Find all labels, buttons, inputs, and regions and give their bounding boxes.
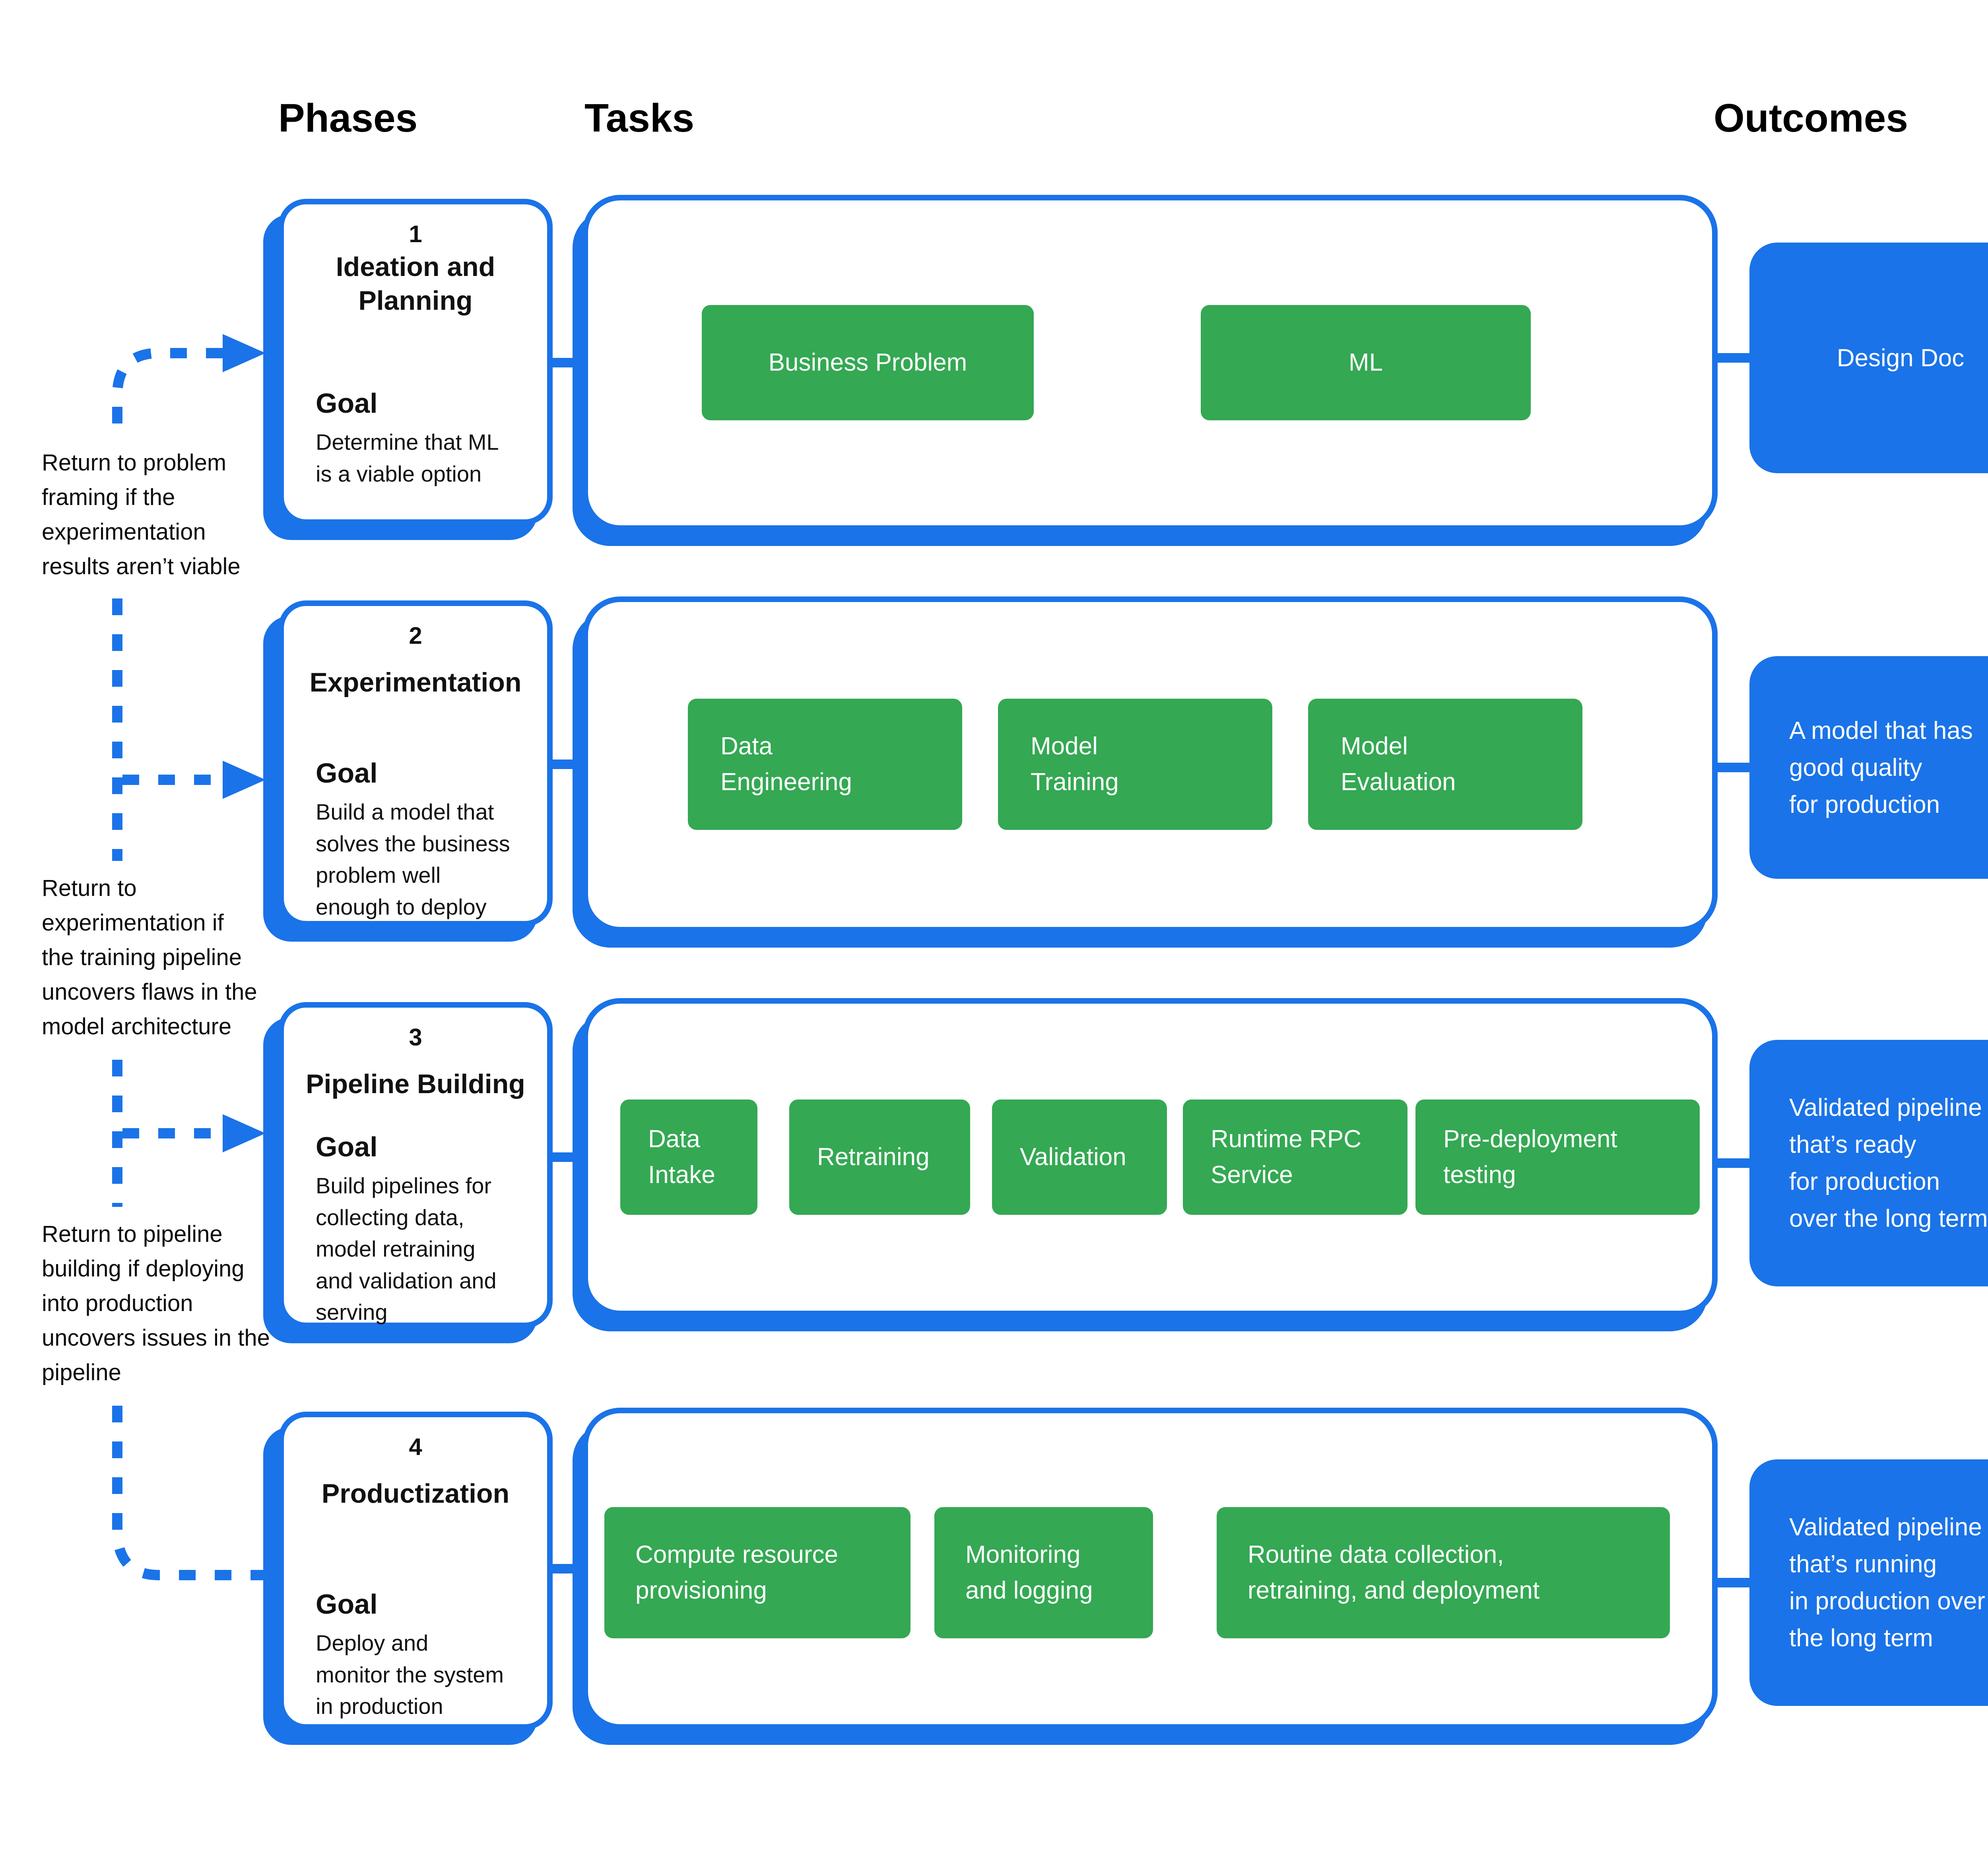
goal-text: Deploy and monitor the system in product… bbox=[316, 1630, 504, 1719]
goal-label: Goal bbox=[316, 758, 378, 789]
left-return-arrowheads bbox=[223, 334, 266, 1152]
tasks-column-header: Tasks bbox=[584, 96, 695, 140]
goal-text: Determine that ML is a viable option bbox=[316, 429, 499, 486]
task-model-evaluation: Model Evaluation bbox=[1308, 699, 1582, 830]
task-validation: Validation bbox=[992, 1100, 1167, 1215]
outcome-good-quality-model: A model that has good quality for produc… bbox=[1749, 656, 1988, 879]
phase-card-experimentation: 2 Experimentation Goal Build a model tha… bbox=[278, 600, 553, 927]
phase-number: 1 bbox=[409, 221, 422, 247]
phase-goal: Goal Build a model that solves the busin… bbox=[316, 757, 533, 923]
phase-title: Ideation and Planning bbox=[336, 252, 495, 316]
phase-number: 3 bbox=[409, 1024, 422, 1051]
goal-text: Build pipelines for collecting data, mod… bbox=[316, 1173, 497, 1325]
phase-title: Pipeline Building bbox=[306, 1069, 525, 1099]
phase-title: Experimentation bbox=[309, 667, 522, 697]
task-retraining: Retraining bbox=[789, 1100, 970, 1215]
note-return-to-problem-framing: Return to problem framing if the experim… bbox=[42, 450, 241, 579]
phase-goal: Goal Build pipelines for collecting data… bbox=[316, 1131, 533, 1328]
goal-text: Build a model that solves the business p… bbox=[316, 799, 510, 919]
task-monitoring-and-logging: Monitoring and logging bbox=[934, 1507, 1153, 1638]
task-runtime-rpc-service: Runtime RPC Service bbox=[1183, 1100, 1408, 1215]
phase-number: 4 bbox=[409, 1434, 422, 1460]
outcome-design-doc: Design Doc bbox=[1749, 243, 1988, 473]
phase-card-ideation: 1 Ideation and Planning Goal Determine t… bbox=[278, 199, 553, 525]
task-compute-resource-provisioning: Compute resource provisioning bbox=[604, 1507, 911, 1638]
phase-title: Productization bbox=[321, 1478, 510, 1509]
task-routine-collection-retraining-deployment: Routine data collection, retraining, and… bbox=[1217, 1507, 1670, 1638]
goal-label: Goal bbox=[316, 1131, 378, 1162]
outcome-validated-pipeline-ready: Validated pipeline that’s ready for prod… bbox=[1749, 1040, 1988, 1286]
task-data-intake: Data Intake bbox=[620, 1100, 757, 1215]
phase-card-productization: 4 Productization Goal Deploy and monitor… bbox=[278, 1412, 553, 1730]
goal-label: Goal bbox=[316, 388, 378, 419]
phase-goal: Goal Deploy and monitor the system in pr… bbox=[316, 1588, 533, 1722]
phases-column-header: Phases bbox=[278, 96, 418, 140]
task-pre-deployment-testing: Pre-deployment testing bbox=[1415, 1100, 1700, 1215]
arrow-right-icon bbox=[223, 334, 266, 372]
arrow-right-icon bbox=[223, 1114, 266, 1152]
task-model-training: Model Training bbox=[998, 699, 1272, 830]
note-return-to-pipeline-building: Return to pipeline building if deploying… bbox=[42, 1221, 270, 1385]
left-return-path bbox=[112, 348, 275, 1580]
phase-card-pipeline-building: 3 Pipeline Building Goal Build pipelines… bbox=[278, 1002, 553, 1328]
task-ml: ML bbox=[1201, 305, 1531, 420]
phase-goal: Goal Determine that ML is a viable optio… bbox=[316, 387, 533, 490]
outcome-validated-pipeline-running: Validated pipeline that’s running in pro… bbox=[1749, 1459, 1988, 1706]
arrow-right-icon bbox=[223, 761, 266, 799]
outcomes-column-header: Outcomes bbox=[1714, 96, 1908, 140]
task-connectors bbox=[757, 359, 1415, 1576]
goal-label: Goal bbox=[316, 1589, 378, 1620]
task-data-engineering: Data Engineering bbox=[688, 699, 962, 830]
task-business-problem: Business Problem bbox=[702, 305, 1034, 420]
note-return-to-experimentation: Return to experimentation if the trainin… bbox=[42, 875, 257, 1039]
phase-number: 2 bbox=[409, 622, 422, 649]
phase-task-connectors bbox=[551, 353, 1753, 1587]
